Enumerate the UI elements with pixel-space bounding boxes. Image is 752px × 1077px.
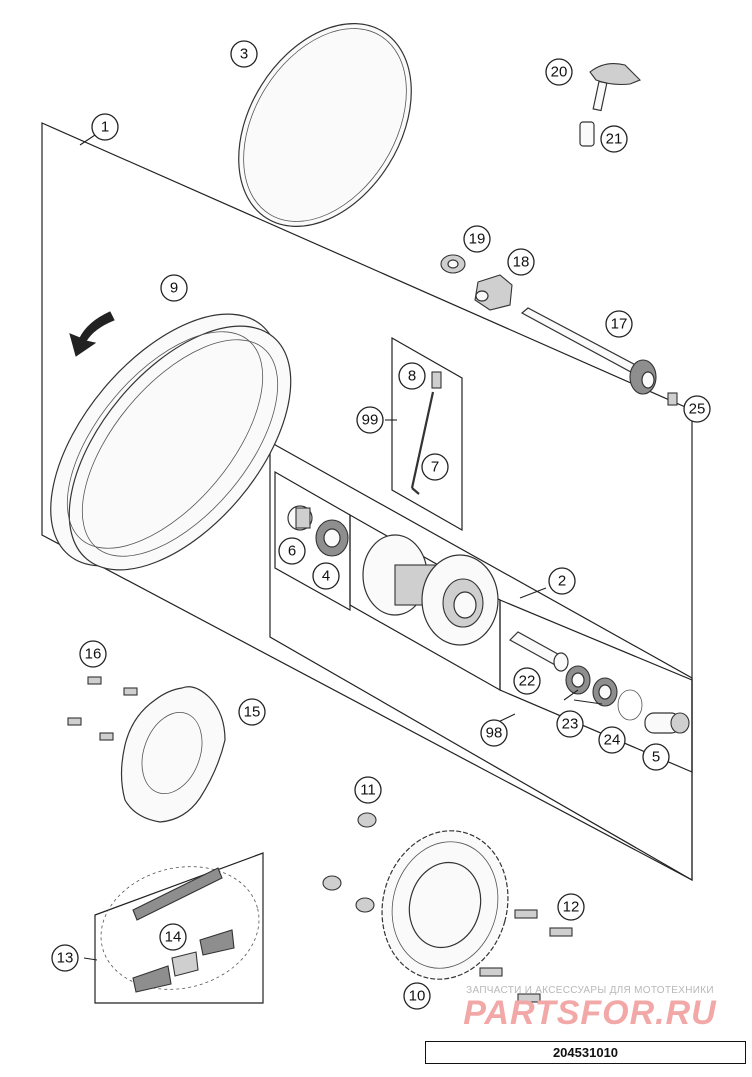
sprocket-part	[381, 830, 509, 980]
svg-text:10: 10	[409, 988, 426, 1005]
callout-20: 20	[545, 58, 573, 86]
callout-8: 8	[398, 362, 426, 390]
valve-part	[589, 63, 641, 112]
chain-part	[100, 866, 260, 993]
callout-11: 11	[354, 776, 382, 804]
svg-text:19: 19	[469, 231, 486, 248]
callout-17: 17	[605, 310, 633, 338]
svg-text:20: 20	[551, 64, 568, 81]
rim-band-part	[238, 23, 412, 227]
callout-12: 12	[557, 893, 585, 921]
spacer-right-part	[644, 712, 690, 734]
svg-text:25: 25	[689, 401, 706, 418]
rotation-arrow-icon	[69, 311, 115, 357]
svg-text:14: 14	[165, 929, 182, 946]
svg-text:16: 16	[85, 646, 102, 663]
svg-text:17: 17	[611, 316, 628, 333]
document-number-box: 204531010	[425, 1041, 746, 1064]
chain-adjuster-part	[474, 274, 513, 311]
distance-sleeve-part	[509, 631, 569, 672]
rim-part	[50, 313, 292, 571]
valve-nut-part	[579, 121, 595, 147]
callout-6: 6	[278, 537, 306, 565]
callout-18: 18	[507, 248, 535, 276]
sprocket-nuts-part	[322, 812, 377, 913]
callout-2: 2	[548, 567, 576, 595]
hub-assembly-frame	[269, 440, 693, 882]
axle-part	[520, 307, 657, 395]
svg-text:8: 8	[408, 368, 416, 385]
callout-19: 19	[463, 225, 491, 253]
watermark: ЗАПЧАСТИ И АКСЕССУАРЫ ДЛЯ МОТОТЕХНИКИ PA…	[440, 985, 740, 1030]
svg-text:98: 98	[486, 725, 503, 742]
sprocket-bolts-part	[479, 909, 573, 1003]
bearing-set-frame	[499, 599, 693, 773]
svg-text:99: 99	[362, 412, 379, 429]
bearing-kit-frame	[274, 470, 351, 612]
callout-4: 4	[312, 562, 340, 590]
callout-13: 13	[51, 944, 79, 972]
callout-15: 15	[238, 698, 266, 726]
svg-text:9: 9	[170, 280, 178, 297]
callout-5: 5	[642, 743, 670, 771]
svg-text:18: 18	[513, 254, 530, 271]
svg-text:5: 5	[652, 749, 660, 766]
wheel-bearings-part	[565, 665, 591, 695]
svg-text:23: 23	[562, 716, 579, 733]
callout-99: 99	[356, 406, 384, 434]
callout-10: 10	[403, 982, 431, 1010]
retaining-ring-part	[617, 689, 643, 721]
callout-3: 3	[230, 40, 258, 68]
svg-text:2: 2	[558, 573, 566, 590]
callout-21: 21	[600, 125, 628, 153]
axle-bolt-part	[667, 392, 678, 406]
svg-text:12: 12	[563, 899, 580, 916]
svg-text:24: 24	[604, 732, 621, 749]
svg-text:13: 13	[57, 950, 74, 967]
hub-part	[362, 534, 499, 646]
watermark-caption: ЗАПЧАСТИ И АКСЕССУАРЫ ДЛЯ МОТОТЕХНИКИ	[466, 985, 714, 996]
shaft-seal-part	[592, 677, 618, 707]
callout-25: 25	[683, 395, 711, 423]
document-number: 204531010	[552, 1045, 619, 1060]
callout-98: 98	[480, 719, 508, 747]
callout-1: 1	[91, 113, 119, 141]
watermark-logo: PARTSFOR.RU	[463, 994, 717, 1032]
axle-nut-part	[440, 254, 466, 274]
svg-text:6: 6	[288, 543, 296, 560]
callout-9: 9	[160, 274, 188, 302]
svg-text:15: 15	[244, 704, 261, 721]
svg-text:1: 1	[101, 119, 109, 136]
leader-lines	[79, 134, 603, 961]
svg-text:7: 7	[431, 459, 439, 476]
callout-23: 23	[556, 710, 584, 738]
svg-text:11: 11	[360, 782, 376, 799]
callout-24: 24	[598, 726, 626, 754]
callout-14: 14	[159, 923, 187, 951]
spoke-nipple-part	[431, 371, 442, 389]
svg-text:3: 3	[240, 46, 248, 63]
spoke-kit-frame	[391, 336, 463, 532]
svg-text:22: 22	[519, 673, 536, 690]
callout-16: 16	[79, 640, 107, 668]
spoke-part	[410, 391, 435, 495]
spacer-part	[287, 505, 313, 531]
svg-text:4: 4	[322, 568, 330, 585]
callout-22: 22	[513, 667, 541, 695]
bearing-part	[315, 519, 349, 557]
svg-text:21: 21	[606, 131, 623, 148]
brake-disc-part	[120, 686, 226, 823]
callout-7: 7	[421, 453, 449, 481]
brake-disc-bolts-part	[67, 676, 138, 741]
